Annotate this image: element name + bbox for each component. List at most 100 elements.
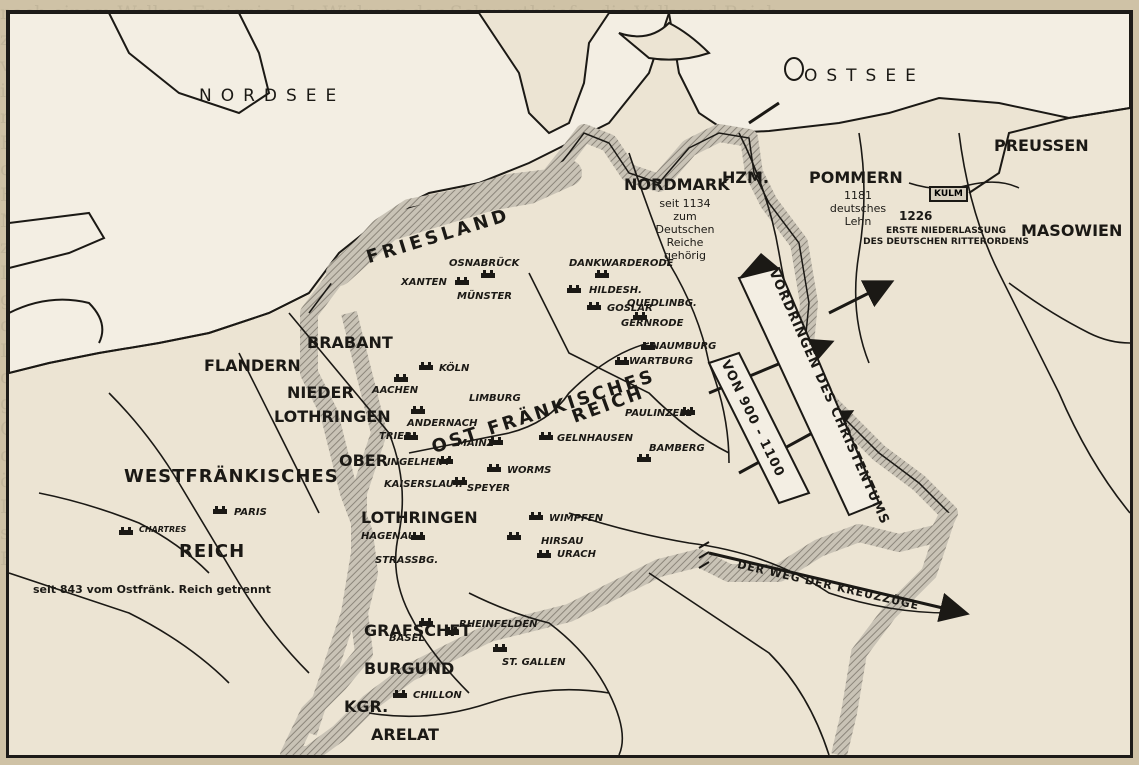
city-chartres-marker bbox=[119, 527, 133, 535]
city-paris: PARIS bbox=[234, 507, 267, 518]
city-aachen-marker bbox=[394, 374, 408, 382]
west-band bbox=[301, 311, 388, 736]
rivers bbox=[9, 132, 1130, 755]
kreuzzuege-arrow bbox=[708, 551, 970, 623]
city-chillon: CHILLON bbox=[413, 690, 462, 701]
city-trier-marker bbox=[404, 432, 418, 440]
label-lothringen-nieder: LOTHRINGEN bbox=[274, 407, 391, 426]
label-nordmark: NORDMARK bbox=[624, 175, 730, 194]
label-nieder: NIEDER bbox=[287, 383, 354, 402]
city-hagenau-marker bbox=[411, 532, 425, 540]
note-nordmark-line-3: Deutschen bbox=[655, 223, 715, 236]
city-hagenau: HAGENAU bbox=[361, 531, 416, 542]
vordringen-banner bbox=[737, 266, 881, 517]
city-kaiserslaut: KAISERSLAUT. bbox=[384, 479, 463, 490]
vordringen-banner-tip bbox=[739, 253, 779, 278]
note-nordmark-line-2: zum bbox=[673, 210, 697, 223]
city-naumburg: NAUMBURG bbox=[651, 341, 717, 352]
label-burgund: BURGUND bbox=[364, 659, 455, 678]
city-wimpfen: WIMPFEN bbox=[549, 513, 604, 524]
city-wartburg-marker bbox=[615, 357, 629, 365]
city-urach-marker bbox=[537, 550, 551, 558]
label-westfraenkisches: WESTFRÄNKISCHES bbox=[124, 466, 339, 487]
city-hirsau-marker bbox=[507, 532, 521, 540]
label-brabant: BRABANT bbox=[307, 333, 393, 352]
city-gelnhausen: GELNHAUSEN bbox=[557, 433, 633, 444]
note-pommern-year: 1181 bbox=[844, 189, 872, 202]
label-ober: OBER bbox=[339, 451, 389, 470]
coastlines bbox=[9, 107, 1130, 374]
note-pommern-line-2: deutsches bbox=[829, 202, 887, 215]
note-ritter-line-1: ERSTE NIEDERLASSUNG bbox=[885, 226, 1007, 236]
islands bbox=[618, 21, 711, 61]
note-ritter-year: 1226 bbox=[899, 209, 933, 223]
city-paris-marker bbox=[213, 506, 227, 514]
city-speyer: SPEYER bbox=[467, 483, 511, 494]
city-worms: WORMS bbox=[507, 465, 552, 476]
von-banner bbox=[707, 351, 811, 505]
city-hirsau: HIRSAU bbox=[541, 536, 584, 547]
kulm-box: KULM bbox=[929, 186, 968, 202]
city-goslar: GOSLAR bbox=[607, 303, 653, 314]
city-kaiserslaut-marker bbox=[453, 477, 467, 485]
city-hildesh: HILDESH. bbox=[589, 285, 642, 296]
label-kgr: KGR. bbox=[344, 697, 389, 716]
city-andernach: ANDERNACH bbox=[407, 418, 478, 429]
note-pommern: 1181 deutsches Lehn bbox=[824, 189, 892, 228]
note-ritter-line-2: DES DEUTSCHEN RITTERORDENS bbox=[863, 237, 1029, 247]
city-wimpfen-marker bbox=[529, 512, 543, 520]
note-nordmark-line-5: gehörig bbox=[663, 249, 706, 262]
city-urach: URACH bbox=[557, 549, 596, 560]
label-hzm: HZM. bbox=[722, 168, 769, 187]
city-koeln-marker bbox=[419, 362, 433, 370]
city-dankwarderode-marker bbox=[595, 270, 609, 278]
label-arelat: ARELAT bbox=[371, 725, 439, 744]
city-koeln: KÖLN bbox=[439, 363, 470, 374]
denmark bbox=[478, 13, 610, 135]
note-west-separated: seit 843 vom Ostfränk. Reich getrennt bbox=[33, 583, 271, 596]
city-bamberg: BAMBERG bbox=[649, 443, 705, 454]
historical-map: NORDSEE OSTSEE PREUSSEN POMMERN HZM. NOR… bbox=[6, 10, 1133, 758]
map-drawing bbox=[9, 13, 1130, 755]
city-stgallen-marker bbox=[493, 644, 507, 652]
baltic-sea bbox=[667, 13, 1130, 135]
note-nordmark-line-4: Reiche bbox=[666, 236, 704, 249]
britain-coast-2 bbox=[9, 211, 106, 269]
britain-coast bbox=[108, 13, 271, 115]
note-pommern-line-3: Lehn bbox=[844, 215, 872, 228]
label-reich-west: REICH bbox=[179, 541, 246, 562]
city-trier: TRIER bbox=[379, 431, 412, 442]
city-basel-marker bbox=[419, 618, 433, 626]
city-xanten-marker bbox=[455, 277, 469, 285]
city-osnabrueck-marker bbox=[481, 270, 495, 278]
city-ingelheim-marker bbox=[439, 456, 453, 464]
label-pommern: POMMERN bbox=[809, 168, 903, 187]
city-gernrode: GERNRODE bbox=[621, 318, 684, 329]
city-basel: BASEL bbox=[389, 633, 425, 644]
city-naumburg-marker bbox=[641, 342, 655, 350]
city-mainz-marker bbox=[489, 437, 503, 445]
label-flandern: FLANDERN bbox=[204, 356, 301, 375]
city-quedlinbg: QUEDLINBG. bbox=[627, 298, 697, 309]
city-gelnhausen-marker bbox=[539, 432, 553, 440]
city-rheinfelden: RHEINFELDEN bbox=[459, 619, 538, 630]
city-andernach-marker bbox=[411, 406, 425, 414]
city-bamberg-marker bbox=[637, 454, 651, 462]
city-paulinzell-marker bbox=[681, 407, 695, 415]
label-grafschft: GRAFSCHFT bbox=[364, 621, 472, 640]
note-nordmark-line-1: seit 1134 bbox=[659, 197, 711, 210]
city-ingelheim: INGELHEIM bbox=[387, 457, 450, 468]
city-st-gallen: ST. GALLEN bbox=[502, 657, 566, 668]
label-lothringen-ober: LOTHRINGEN bbox=[361, 508, 478, 527]
city-chartres: CHARTRES bbox=[139, 525, 187, 534]
note-ritterorden: ERSTE NIEDERLASSUNG DES DEUTSCHEN RITTER… bbox=[861, 226, 1031, 248]
city-wartburg: WARTBURG bbox=[629, 356, 694, 367]
friesland-strip bbox=[326, 160, 582, 286]
city-paulinzell: PAULINZELL bbox=[625, 408, 693, 419]
kulm-river bbox=[908, 181, 1020, 190]
city-limburg: LIMBURG bbox=[469, 393, 521, 404]
label-nordsee: NORDSEE bbox=[199, 86, 346, 106]
city-rheinfelden-marker bbox=[445, 627, 459, 635]
city-hildesh-marker bbox=[567, 285, 581, 293]
city-goslar-marker bbox=[587, 302, 601, 310]
